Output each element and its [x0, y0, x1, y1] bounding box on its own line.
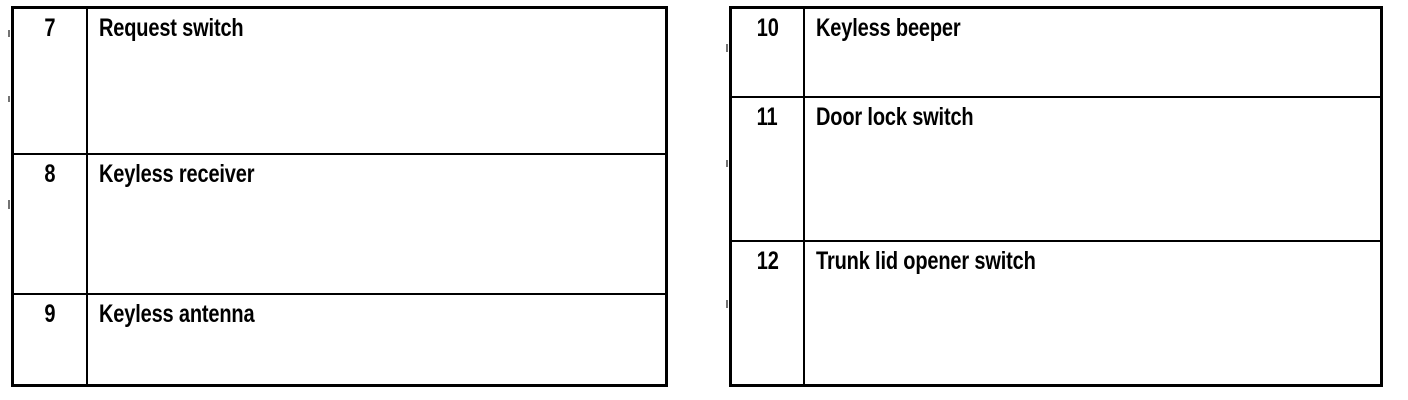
component-table-left: 7 Request switch 8 Keyless receiver 9 Ke… — [11, 6, 668, 387]
row-number-cell: 9 — [14, 295, 88, 384]
row-description: Keyless receiver — [99, 160, 255, 188]
row-description: Trunk lid opener switch — [816, 247, 1036, 275]
scan-artifact — [726, 300, 728, 308]
table-row: 7 Request switch — [14, 9, 665, 153]
scan-artifact — [726, 44, 728, 52]
row-description-cell: Keyless antenna — [88, 295, 665, 384]
row-number: 10 — [756, 14, 779, 42]
row-description: Door lock switch — [816, 103, 974, 131]
row-description: Keyless beeper — [816, 14, 961, 42]
row-number: 12 — [756, 247, 779, 275]
scan-artifact — [8, 30, 10, 37]
row-number-cell: 10 — [732, 9, 805, 96]
scan-artifact — [8, 96, 10, 102]
scan-artifact — [8, 200, 10, 209]
component-table-right: 10 Keyless beeper 11 Door lock switch 12… — [729, 6, 1383, 387]
scan-artifact — [726, 160, 728, 167]
table-row: 11 Door lock switch — [732, 96, 1380, 240]
table-row: 10 Keyless beeper — [732, 9, 1380, 96]
row-number: 7 — [44, 14, 56, 42]
row-number-cell: 12 — [732, 242, 805, 384]
row-description-cell: Keyless receiver — [88, 155, 665, 293]
row-description: Keyless antenna — [99, 300, 255, 328]
row-description-cell: Request switch — [88, 9, 665, 153]
row-number-cell: 7 — [14, 9, 88, 153]
row-description-cell: Keyless beeper — [805, 9, 1380, 96]
table-row: 8 Keyless receiver — [14, 153, 665, 293]
row-description: Request switch — [99, 14, 244, 42]
row-number: 11 — [757, 103, 778, 131]
row-number-cell: 8 — [14, 155, 88, 293]
table-row: 9 Keyless antenna — [14, 293, 665, 384]
table-row: 12 Trunk lid opener switch — [732, 240, 1380, 384]
row-description-cell: Door lock switch — [805, 98, 1380, 240]
row-description-cell: Trunk lid opener switch — [805, 242, 1380, 384]
row-number-cell: 11 — [732, 98, 805, 240]
row-number: 8 — [44, 160, 56, 188]
row-number: 9 — [44, 300, 56, 328]
